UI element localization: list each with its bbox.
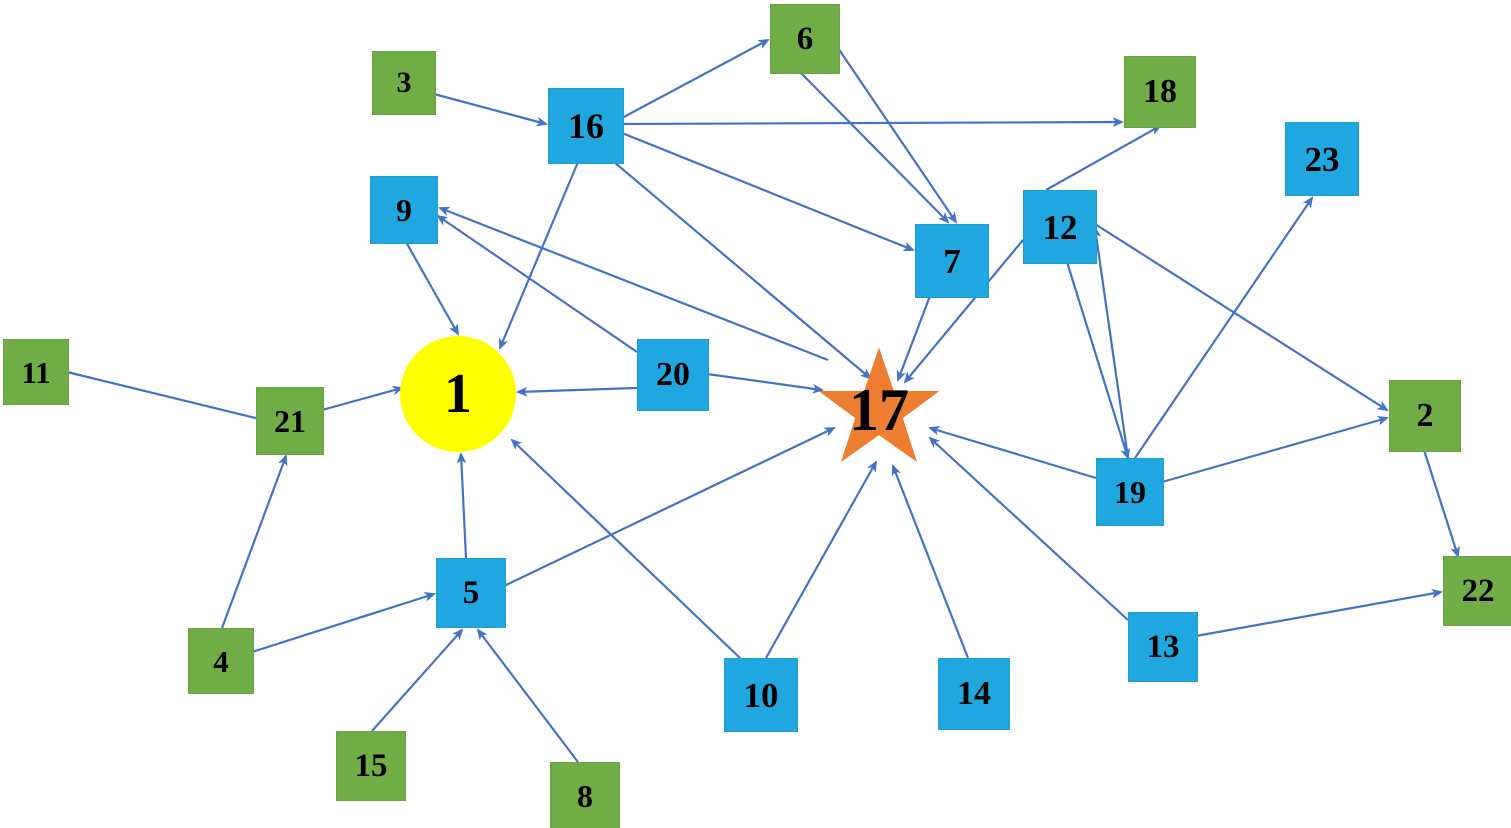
graph-node-15[interactable]: 15 (336, 731, 406, 801)
node-label: 9 (396, 192, 412, 228)
edge-9-to-1 (405, 241, 460, 336)
graph-node-18[interactable]: 18 (1124, 56, 1196, 128)
graph-node-3[interactable]: 3 (372, 51, 436, 115)
edge-2-to-22 (1422, 449, 1460, 558)
graph-node-8[interactable]: 8 (550, 762, 620, 828)
edge-7-to-17 (896, 295, 932, 382)
node-label: 10 (743, 675, 779, 715)
node-label: 8 (577, 778, 593, 814)
graph-node-16[interactable]: 16 (548, 88, 624, 164)
graph-node-10[interactable]: 10 (724, 658, 798, 732)
edge-12-to-19 (1065, 261, 1130, 460)
edge-6-to-7 (837, 47, 958, 224)
edge-12-to-2 (1094, 223, 1389, 412)
graph-node-19[interactable]: 19 (1096, 458, 1164, 526)
edge-14-to-17 (891, 464, 970, 659)
graph-node-2[interactable]: 2 (1389, 380, 1461, 452)
node-label: 20 (656, 356, 690, 393)
graph-node-20[interactable]: 20 (637, 339, 709, 411)
edge-6-to-7 (799, 71, 950, 224)
node-label: 15 (354, 747, 388, 784)
node-label: 3 (396, 66, 412, 99)
graph-node-4[interactable]: 4 (188, 628, 254, 694)
node-label: 23 (1304, 139, 1340, 179)
node-label: 1 (444, 363, 472, 425)
edge-10-to-1 (510, 438, 741, 659)
edge-15-to-5 (371, 628, 464, 732)
node-label: 6 (796, 20, 814, 57)
edge-19-to-23 (1134, 196, 1314, 459)
edge-4-to-21 (220, 454, 288, 629)
edge-19-to-2 (1161, 415, 1389, 484)
node-label: 22 (1461, 572, 1495, 609)
node-label: 7 (943, 241, 961, 281)
edge-5-to-1 (456, 451, 468, 559)
edge-12-to-17 (903, 239, 1024, 384)
edge-4-to-5 (251, 592, 436, 654)
node-label: 13 (1146, 628, 1180, 665)
edge-17-to-9 (438, 206, 829, 362)
node-label: 19 (1114, 474, 1146, 510)
node-label: 4 (213, 643, 229, 679)
edge-8-to-5 (476, 628, 579, 763)
edge-16-to-1 (498, 161, 580, 350)
edge-16-to-18 (621, 117, 1125, 127)
edge-19-to-17 (928, 425, 1097, 480)
node-label: 18 (1143, 73, 1177, 110)
graph-node-17[interactable]: 17 (816, 338, 942, 478)
edge-20-to-9 (436, 214, 638, 353)
edge-16-to-7 (621, 131, 915, 252)
edge-11-to-21 (66, 370, 275, 425)
edge-3-to-16 (433, 92, 548, 127)
edge-13-to-22 (1195, 588, 1444, 638)
node-label: 12 (1042, 207, 1078, 247)
edge-12-to-18 (1045, 124, 1162, 191)
graph-node-5[interactable]: 5 (436, 558, 506, 628)
graph-node-23[interactable]: 23 (1285, 122, 1359, 196)
graph-node-11[interactable]: 11 (3, 339, 69, 405)
edge-5-to-17 (503, 427, 836, 587)
edge-20-to-17 (706, 372, 825, 394)
graph-node-12[interactable]: 12 (1023, 190, 1097, 264)
graph-node-9[interactable]: 9 (370, 176, 438, 244)
node-label: 5 (462, 574, 480, 611)
graph-node-14[interactable]: 14 (938, 658, 1010, 730)
graph-node-21[interactable]: 21 (256, 387, 324, 455)
node-label: 21 (274, 403, 306, 439)
edge-13-to-17 (928, 436, 1129, 621)
edge-21-to-1 (321, 385, 404, 412)
edge-19-to-12 (1091, 225, 1130, 459)
graph-node-6[interactable]: 6 (770, 4, 840, 74)
graph-node-22[interactable]: 22 (1443, 556, 1511, 626)
edge-16-to-17 (613, 161, 872, 380)
graph-node-7[interactable]: 7 (915, 224, 989, 298)
edge-16-to-6 (621, 39, 770, 119)
graph-node-1[interactable]: 1 (400, 336, 516, 452)
edge-10-to-17 (765, 460, 878, 659)
node-label: 2 (1416, 397, 1434, 434)
node-label: 11 (21, 354, 51, 390)
node-label: 14 (957, 675, 991, 712)
node-label: 16 (568, 106, 604, 146)
edge-20-to-1 (515, 386, 638, 397)
star-shape (818, 347, 940, 463)
node-label: 17 (849, 377, 909, 443)
graph-node-13[interactable]: 13 (1128, 612, 1198, 682)
